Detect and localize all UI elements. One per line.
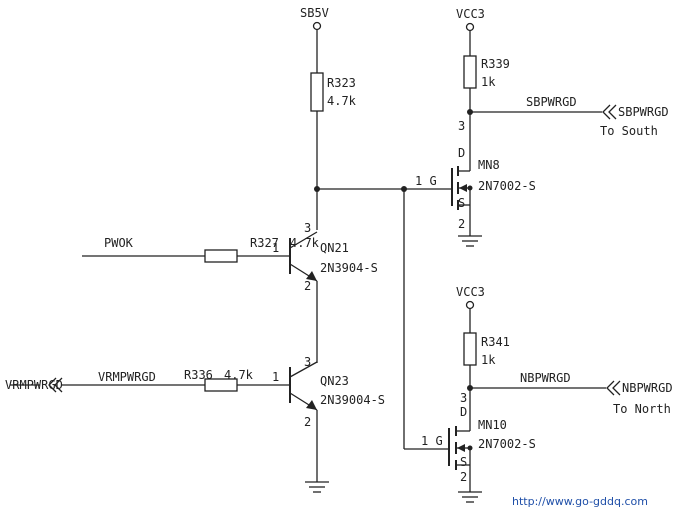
mn10-s-label: S — [460, 455, 467, 469]
mn8-pin-g: 1 G — [415, 174, 437, 188]
mn10-ref: MN10 — [478, 418, 507, 432]
r327-value-inline: 4.7k — [290, 236, 320, 250]
mn8-body-arrow — [459, 184, 467, 192]
sbpwrgd-port — [602, 104, 617, 120]
vcc3-bottom-label: VCC3 — [456, 285, 485, 299]
transistor-qn23 — [289, 361, 318, 411]
vcc3-top-label: VCC3 — [456, 7, 485, 21]
mn8-d-label: D — [458, 146, 465, 160]
mn8-part: 2N7002-S — [478, 179, 536, 193]
qn23-pin-c: 3 — [304, 355, 311, 369]
watermark-url: http://www.go-gddq.com — [512, 495, 648, 508]
mn10-part: 2N7002-S — [478, 437, 536, 451]
pwok-label: PWOK — [104, 236, 134, 250]
mn10-pin-d: 3 — [460, 391, 467, 405]
mosfet-mn8 — [451, 162, 473, 210]
vrmpwrgd-port-label: VRMPWRGD — [5, 378, 63, 392]
qn23-part: 2N39004-S — [320, 393, 385, 407]
vcc3-top-terminal — [465, 22, 475, 32]
qn21-pin-b: 1 — [272, 241, 279, 255]
qn23-pin-b: 1 — [272, 370, 279, 384]
r339-ref: R339 — [481, 57, 510, 71]
vrmpwrgd-wire-label: VRMPWRGD — [98, 370, 156, 384]
r341-ref: R341 — [481, 335, 510, 349]
qn21-pin-c: 3 — [304, 221, 311, 235]
nbpwrgd-wire-label: NBPWRGD — [520, 371, 571, 385]
qn21-part: 2N3904-S — [320, 261, 378, 275]
ground-symbol-mn10 — [458, 491, 482, 503]
r339-body — [463, 55, 477, 89]
qn23-ref: QN23 — [320, 374, 349, 388]
qn21-ref: QN21 — [320, 241, 349, 255]
resistor-r323 — [310, 72, 324, 112]
to-north-note: To North — [613, 402, 671, 416]
sb5v-rail — [312, 21, 322, 73]
mosfet-mn10 — [448, 425, 473, 470]
r339-value: 1k — [481, 75, 496, 89]
qn23-emitter-arrow — [306, 400, 317, 410]
qn21-pin-e: 2 — [304, 279, 311, 293]
ground-symbol-mn8 — [458, 235, 482, 247]
ground-symbol-qn23 — [305, 481, 329, 493]
vrmpwrgd-port — [48, 377, 63, 393]
nbpwrgd-port — [606, 380, 621, 396]
r341-body — [463, 332, 477, 366]
to-south-note: To South — [600, 124, 658, 138]
qn21-emitter-arrow — [306, 271, 317, 281]
sbpwrgd-wire-label: SBPWRGD — [526, 95, 577, 109]
r336-value-inline: 4.7k — [224, 368, 254, 382]
mn8-pin-s: 2 — [458, 217, 465, 231]
r327-ref: R327 — [250, 236, 279, 250]
mn10-pin-s: 2 — [460, 470, 467, 484]
mn10-d-label: D — [460, 405, 467, 419]
sb5v-label: SB5V — [300, 6, 329, 20]
r323-value: 4.7k — [327, 94, 357, 108]
mn8-pin-d: 3 — [458, 119, 465, 133]
sb5v-terminal — [312, 21, 322, 31]
r323-body — [310, 72, 324, 112]
mn10-pin-g: 1 G — [421, 434, 443, 448]
nbpwrgd-port-label: NBPWRGD — [622, 381, 673, 395]
mn8-ref: MN8 — [478, 158, 500, 172]
r341-value: 1k — [481, 353, 496, 367]
transistor-qn21 — [289, 231, 318, 282]
mn10-body-arrow — [457, 444, 465, 452]
mn8-s-label: S — [458, 196, 465, 210]
vcc3-bottom-terminal — [465, 300, 475, 310]
r327-body — [204, 249, 238, 263]
sbpwrgd-port-label: SBPWRGD — [618, 105, 669, 119]
qn23-pin-e: 2 — [304, 415, 311, 429]
r323-ref: R323 — [327, 76, 356, 90]
